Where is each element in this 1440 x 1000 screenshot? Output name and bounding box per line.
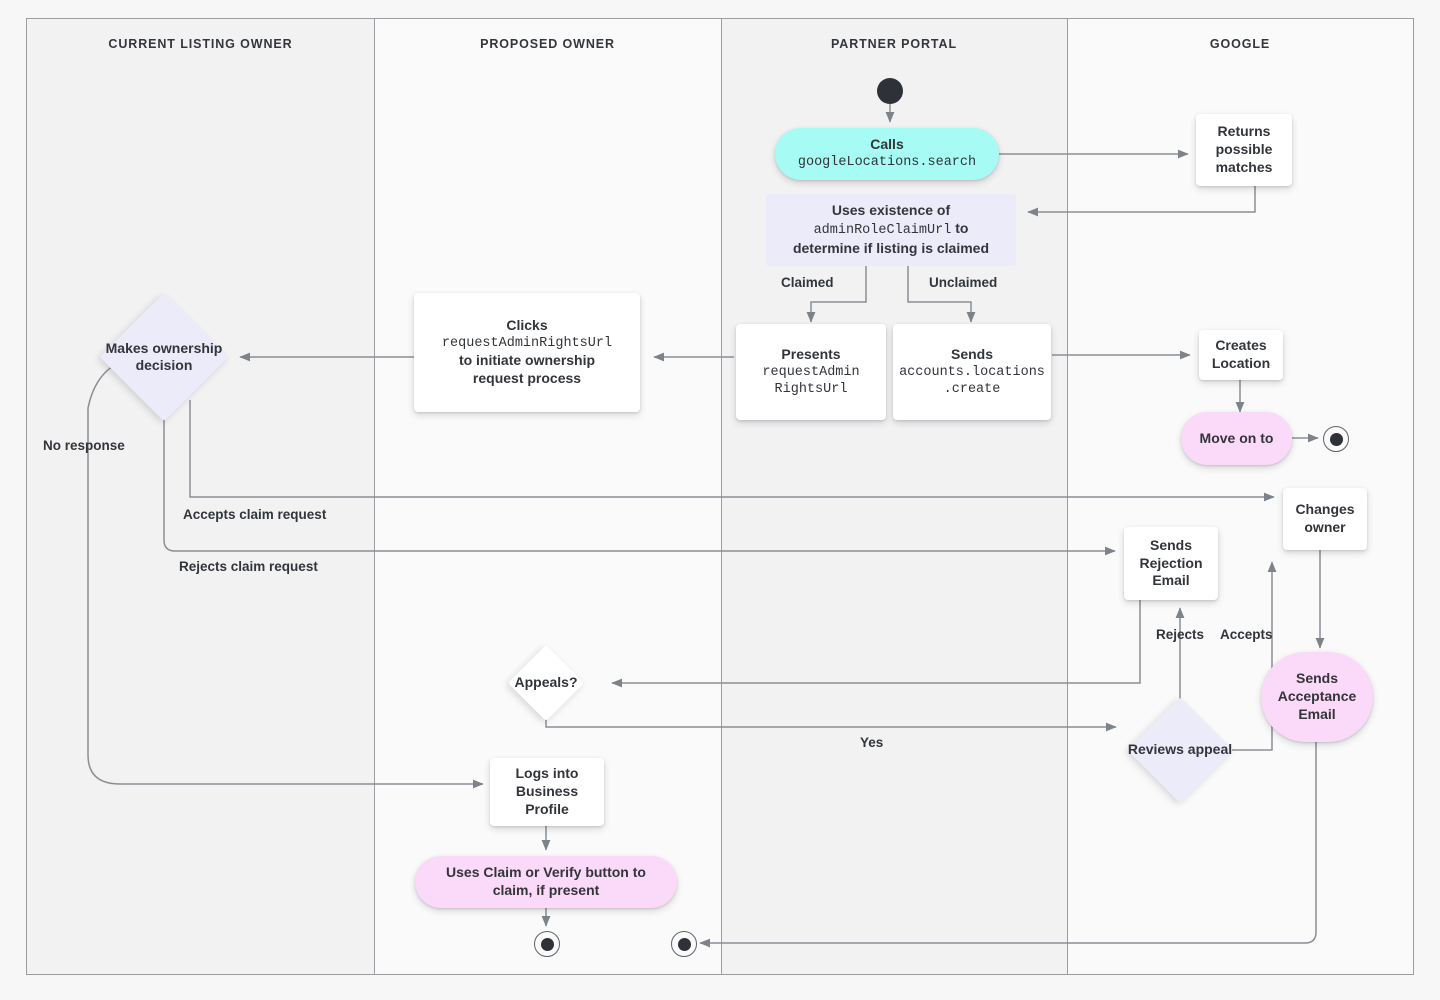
lane-header-google: GOOGLE [1067,19,1413,69]
node-line-2: appeal [1187,741,1233,758]
edge-label-rejects: Rejects [1156,627,1205,642]
node-uses-existence-admin-role-claim-url[interactable]: Uses existence of adminRoleClaimUrl to d… [766,194,1016,266]
start-node [877,78,903,104]
node-sends-accounts-locations-create[interactable]: Sends accounts.locations .create [893,324,1051,420]
node-returns-possible-matches[interactable]: Returns possible matches [1196,114,1292,186]
node-changes-owner[interactable]: Changes owner [1283,488,1367,550]
lane-header-row: CURRENT LISTING OWNER PROPOSED OWNER PAR… [27,19,1413,69]
node-line-3: to initiate ownership [458,352,596,369]
node-line-1: Sends [1149,536,1192,553]
node-line-3: determine if listing is claimed [792,239,990,256]
node-line-3: Email [1298,705,1336,722]
node-calls-google-locations-search[interactable]: Calls googleLocations.search [775,128,999,180]
end-node-partner-portal [671,931,697,957]
node-line-1: Returns [1217,123,1271,140]
lane-divider-3 [1067,19,1068,974]
edge-label-claimed: Claimed [781,275,834,290]
node-line-1: Presents [781,345,841,362]
edge-label-no-response-line-2: response [64,438,125,453]
node-line-1: Clicks [506,317,548,333]
node-line-1: Sends [950,345,993,362]
node-line-2: adminRoleClaimUrl to [814,220,969,239]
end-node-proposed-owner [534,931,560,957]
node-creates-location[interactable]: Creates Location [1199,330,1283,380]
node-sends-acceptance-email[interactable]: Sends Acceptance Email [1261,652,1373,742]
node-reviews-appeal[interactable]: Reviews appeal [1115,696,1245,804]
node-line-1: Appeals? [514,674,578,691]
edge-label-rejects-claim-request: Rejects claim request [179,559,318,574]
diamond-label: Appeals? [514,674,577,692]
diamond-label: Makes ownership decision [99,340,229,375]
node-line-2: Location [1211,355,1271,371]
node-appeals-decision[interactable]: Appeals? [490,644,602,722]
node-line-2: Business [515,783,579,800]
node-line-2: Rejection [1139,554,1203,571]
lane-divider-1 [374,19,375,974]
node-line-2-code: adminRoleClaimUrl [813,223,952,239]
node-logs-into-business-profile[interactable]: Logs into Business Profile [490,758,604,826]
node-line-2: ownership [152,339,223,356]
lane-divider-2 [721,19,722,974]
node-line-1: Makes [105,339,149,356]
node-line-1: Calls [870,136,904,153]
lane-background-current-listing-owner [27,19,374,974]
node-line-2: requestAdminRightsUrl [441,335,613,351]
diamond-label: Reviews appeal [1128,741,1232,759]
node-line-3: Profile [525,800,569,817]
node-line-3: .create [943,381,1001,397]
lane-header-current-listing-owner: CURRENT LISTING OWNER [27,19,374,69]
lane-header-partner-portal: PARTNER PORTAL [721,19,1067,69]
node-makes-ownership-decision[interactable]: Makes ownership decision [99,292,229,422]
node-move-on-to[interactable]: Move on to [1181,412,1292,465]
node-line-1: Creates [1215,337,1267,354]
node-uses-claim-or-verify-button[interactable]: Uses Claim or Verify button to claim, if… [415,856,677,908]
lane-background-proposed-owner [374,19,721,974]
node-clicks-request-admin-rights-url[interactable]: Clicks requestAdminRightsUrl to initiate… [414,293,640,412]
node-line-3: matches [1215,158,1273,175]
node-line-3: RightsUrl [774,381,848,397]
node-presents-request-admin-rights-url[interactable]: Presents requestAdmin RightsUrl [736,324,886,420]
edge-label-yes: Yes [860,735,884,750]
edge-label-no-response-line-1: No [43,438,61,453]
edge-label-unclaimed: Unclaimed [929,275,998,290]
lane-header-proposed-owner: PROPOSED OWNER [374,19,721,69]
end-node-google [1323,426,1349,452]
edge-label-accepts-claim-request: Accepts claim request [183,507,327,522]
node-line-3: Email [1152,572,1190,589]
node-line-1: Logs into [515,765,579,782]
node-line-2: googleLocations.search [797,155,977,171]
node-line-1: Uses existence of [831,202,951,219]
node-line-1: Move on to [1199,429,1274,446]
node-line-2: requestAdmin [762,364,860,380]
node-line-2: Acceptance [1277,688,1357,705]
node-line-2-suffix: to [951,220,969,237]
node-line-2: owner [1304,519,1346,535]
node-line-4: request process [472,370,582,387]
edge-label-no-response: No response [40,437,125,455]
edge-label-accepts: Accepts [1220,627,1273,642]
node-line-2: claim, if present [492,882,600,898]
node-line-1: Sends [1295,670,1338,687]
node-line-3: decision [135,357,193,373]
node-line-1: Reviews [1127,741,1184,758]
node-line-1: Changes [1295,501,1355,518]
node-sends-rejection-email[interactable]: Sends Rejection Email [1124,527,1218,600]
node-line-2: possible [1215,141,1273,158]
node-line-1: Uses Claim or Verify button to [446,864,646,881]
node-line-2: accounts.locations [899,364,1045,380]
